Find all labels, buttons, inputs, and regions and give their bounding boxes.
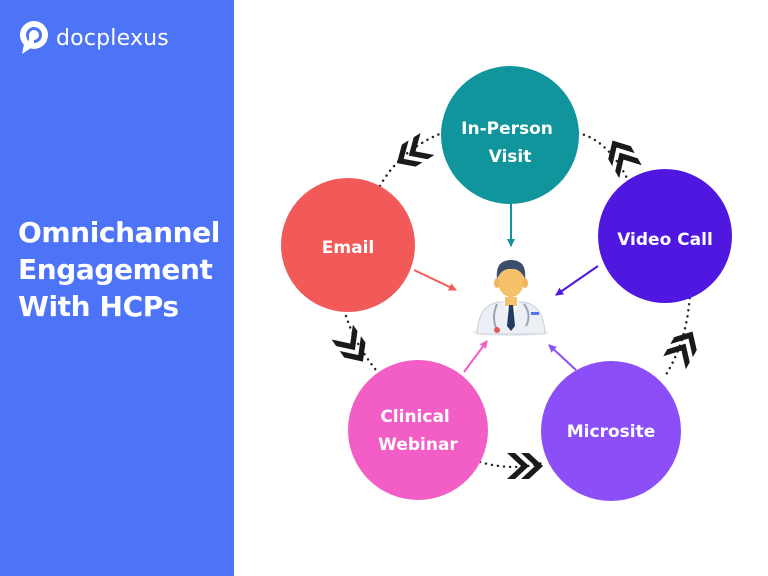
pink-arrow (463, 340, 488, 373)
node-email-label: Email (322, 238, 374, 258)
node-label-line: Visit (489, 147, 532, 167)
headline-line-3: With HCPs (18, 290, 179, 323)
cycle-connector (344, 314, 382, 377)
node-label-line: In-Person (461, 119, 553, 139)
sidebar-panel: docplexus Omnichannel Engagement With HC… (0, 0, 234, 576)
node-microsite-label: Microsite (567, 422, 656, 442)
node-video-call: Video Call (598, 169, 732, 303)
node-label-line: Video Call (617, 230, 713, 250)
node-email: Email (281, 178, 415, 312)
node-microsite: Microsite (541, 361, 681, 501)
headline-line-1: Omnichannel (18, 216, 220, 249)
cycle-connector (378, 131, 444, 188)
node-clinical-webinar-label: Clinical Webinar (378, 407, 458, 455)
cycle-chevron-icon (608, 140, 642, 179)
docplexus-logo-icon (20, 21, 48, 54)
purple-arrow (548, 344, 577, 371)
cycle-chevron-icon (396, 132, 435, 167)
indigo-arrow (555, 265, 599, 296)
cycle-chevron-icon (663, 331, 697, 370)
node-in-person-visit-label: In-Person Visit (461, 119, 559, 167)
node-label-line: Microsite (567, 422, 656, 442)
node-in-person-visit: In-Person Visit (441, 66, 579, 204)
cycle-connector (576, 131, 630, 182)
node-video-call-label: Video Call (617, 230, 713, 250)
node-label-line: Clinical (380, 407, 449, 427)
doctor-icon (473, 260, 549, 336)
red-arrow (413, 269, 457, 291)
cycle-chevron-icon (507, 453, 543, 479)
page-headline: Omnichannel Engagement With HCPs (18, 214, 228, 325)
cycle-chevron-icon (331, 324, 366, 362)
brand-name: docplexus (56, 25, 169, 51)
node-label-line: Email (322, 238, 374, 258)
headline-line-2: Engagement (18, 253, 213, 286)
node-label-line: Webinar (378, 435, 458, 455)
docplexus-logo: docplexus (18, 20, 169, 56)
node-clinical-webinar: Clinical Webinar (348, 360, 488, 500)
